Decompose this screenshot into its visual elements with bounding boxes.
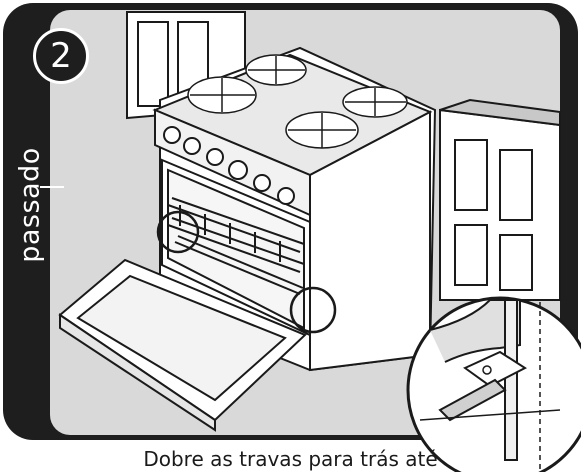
step-number-badge: 2 [33, 28, 89, 84]
latch-detail-zoom [406, 296, 581, 472]
step-number: 2 [50, 36, 72, 76]
oven-door [58, 258, 307, 432]
right-cabinet [439, 98, 561, 301]
range-body [152, 46, 437, 372]
left-cabinet [126, 11, 246, 120]
highlight-circle-left [156, 210, 200, 254]
highlight-circle-right [289, 286, 337, 334]
instruction-caption: Dobre as travas para trás até [143, 447, 438, 471]
step-label-tick [40, 186, 64, 188]
step-sidebar: 2 passado [0, 0, 89, 440]
step-label: passado [14, 147, 46, 263]
